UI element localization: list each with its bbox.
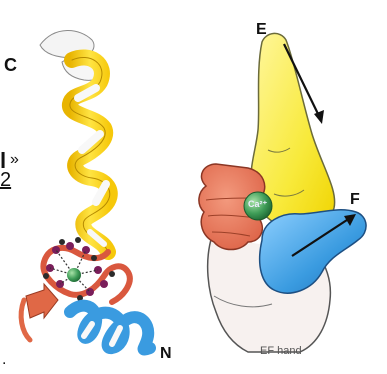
- helix-yellow: [70, 57, 110, 252]
- helix-n-terminus-label: N: [160, 346, 172, 362]
- edge-fragment-chevron: »: [10, 152, 19, 168]
- ribbon-structure: [21, 30, 150, 349]
- edge-fragment-number: 2: [0, 170, 11, 190]
- helix-c-terminus-label: C: [4, 56, 17, 74]
- edge-fragment-dot: .: [2, 352, 6, 368]
- helix-blue: [70, 306, 150, 350]
- ef-hand-illustration: [199, 33, 366, 352]
- helix-f-label: F: [350, 192, 360, 208]
- helix-e-label: E: [256, 22, 267, 38]
- calcium-ion-label: Ca²⁺: [248, 200, 267, 209]
- beta-strand: [26, 284, 58, 318]
- ef-hand-caption: EF hand: [260, 346, 302, 357]
- calcium-sphere-ribbon: [67, 268, 81, 282]
- calcium-binding-loop: [43, 237, 130, 302]
